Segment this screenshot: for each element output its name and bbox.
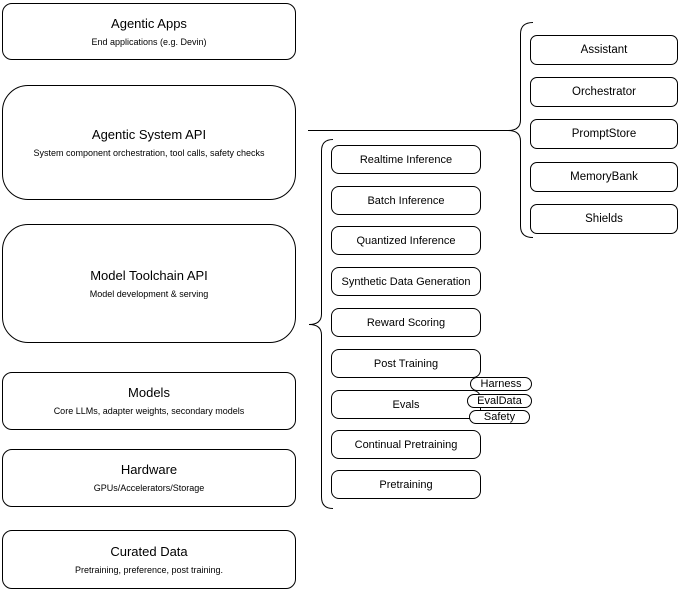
node-subtitle: Pretraining, preference, post training. [74,564,224,575]
node-label: Quantized Inference [356,234,456,247]
node-post-training: Post Training [331,349,481,378]
node-label: Evals [392,398,420,411]
node-agentic-apps: Agentic Apps End applications (e.g. Devi… [2,3,296,60]
node-batch-inference: Batch Inference [331,186,481,215]
tag-label: EvalData [477,395,522,407]
node-subtitle: GPUs/Accelerators/Storage [93,483,205,493]
node-label: Batch Inference [367,194,445,207]
node-label: Post Training [373,357,439,370]
node-curated-data: Curated Data Pretraining, preference, po… [2,530,296,589]
node-label: Realtime Inference [359,153,453,166]
node-reward-scoring: Reward Scoring [331,308,481,337]
node-label: MemoryBank [570,171,638,183]
node-title: Agentic Apps [111,15,187,31]
node-title: Curated Data [110,543,188,559]
node-assistant: Assistant [530,35,678,65]
tag-label: Safety [483,411,516,423]
node-continual-pretraining: Continual Pretraining [331,430,481,459]
node-subtitle: System component orchestration, tool cal… [33,147,265,158]
node-label: Continual Pretraining [354,438,458,451]
node-models: Models Core LLMs, adapter weights, secon… [2,372,296,430]
node-orchestrator: Orchestrator [530,77,678,107]
node-shields: Shields [530,204,678,234]
node-label: Pretraining [379,478,433,491]
tag-label: Harness [480,378,522,390]
node-evals: Evals [331,390,481,419]
node-hardware: Hardware GPUs/Accelerators/Storage [2,449,296,507]
node-model-toolchain-api: Model Toolchain API Model development & … [2,224,296,343]
node-label: Reward Scoring [366,316,446,329]
node-title: Hardware [120,462,178,477]
node-realtime-inference: Realtime Inference [331,145,481,174]
node-subtitle: Model development & serving [89,288,209,299]
node-synthetic-data-generation: Synthetic Data Generation [331,267,481,296]
node-agentic-system-api: Agentic System API System component orch… [2,85,296,200]
node-promptstore: PromptStore [530,119,678,149]
node-memorybank: MemoryBank [530,162,678,192]
node-title: Model Toolchain API [90,267,208,283]
toolchain-group-brace [308,139,334,509]
node-label: Orchestrator [572,86,636,98]
tag-safety: Safety [469,410,530,424]
node-quantized-inference: Quantized Inference [331,226,481,255]
tag-harness: Harness [470,377,532,391]
node-label: Synthetic Data Generation [341,275,471,288]
node-subtitle: End applications (e.g. Devin) [91,36,207,47]
node-label: Assistant [580,44,628,56]
node-label: Shields [585,213,623,225]
node-title: Models [128,385,170,400]
node-subtitle: Core LLMs, adapter weights, secondary mo… [53,406,245,416]
tag-evaldata: EvalData [467,394,532,408]
node-pretraining: Pretraining [331,470,481,499]
node-title: Agentic System API [91,126,207,142]
node-label: PromptStore [571,128,637,140]
